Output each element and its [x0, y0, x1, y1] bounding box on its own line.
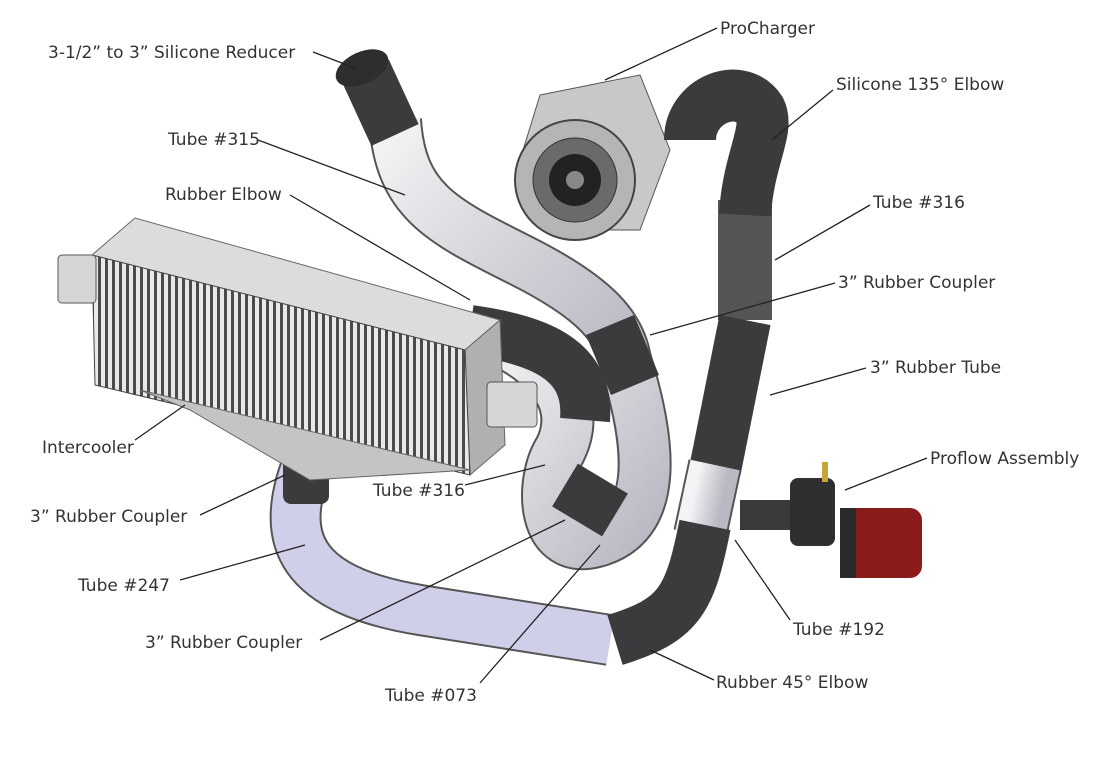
label-rubber-tube: 3” Rubber Tube: [870, 358, 1001, 378]
procharger: [514, 74, 671, 241]
label-rubber-elbow: Rubber Elbow: [165, 185, 282, 205]
coupler-top-left: [586, 315, 659, 395]
label-tube-247: Tube #247: [77, 576, 170, 596]
label-procharger: ProCharger: [720, 19, 815, 39]
coupler-bottom: [552, 463, 628, 537]
label-intercooler: Intercooler: [42, 438, 134, 458]
label-tube-073: Tube #073: [384, 686, 477, 706]
label-rubber-45-elbow: Rubber 45° Elbow: [716, 673, 868, 693]
labels: 3-1/2” to 3” Silicone Reducer ProCharger…: [30, 19, 1079, 706]
leader-lines: [134, 27, 928, 684]
label-silicone-135-elbow: Silicone 135° Elbow: [836, 75, 1004, 95]
rubber-tube: [689, 314, 771, 476]
label-proflow-assembly: Proflow Assembly: [930, 449, 1079, 469]
silicone-135-elbow: [664, 69, 789, 218]
label-silicone-reducer: 3-1/2” to 3” Silicone Reducer: [48, 43, 295, 63]
label-tube-316-mid: Tube #316: [372, 481, 465, 501]
label-tube-192: Tube #192: [792, 620, 885, 640]
rubber-45-elbow: [607, 519, 731, 665]
intercooler: [57, 217, 538, 481]
label-rubber-coupler-left: 3” Rubber Coupler: [30, 507, 187, 527]
label-rubber-coupler-bottom: 3” Rubber Coupler: [145, 633, 302, 653]
label-tube-316-top: Tube #316: [872, 193, 965, 213]
label-rubber-coupler-top: 3” Rubber Coupler: [838, 273, 995, 293]
label-tube-315: Tube #315: [167, 130, 260, 150]
tube-192: [673, 459, 742, 541]
proflow-assembly: [740, 462, 922, 578]
